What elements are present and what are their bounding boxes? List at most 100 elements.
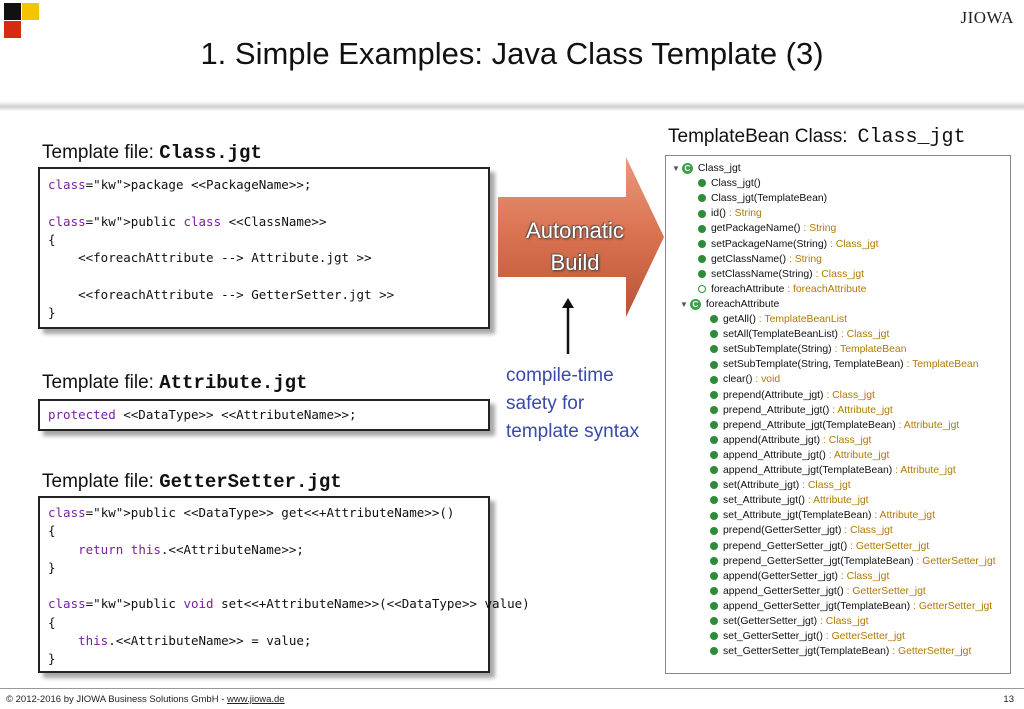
- outline-item-name: append_GetterSetter_jgt(): [723, 585, 844, 597]
- outline-tree-item[interactable]: prepend_Attribute_jgt(TemplateBean) : At…: [710, 418, 959, 433]
- outline-item-type: : String: [786, 253, 822, 265]
- outline-item-type: : Class_jgt: [799, 480, 851, 492]
- outline-tree-item[interactable]: prepend_GetterSetter_jgt() : GetterSette…: [710, 539, 929, 554]
- outline-tree-item[interactable]: append_GetterSetter_jgt(TemplateBean) : …: [710, 599, 992, 614]
- automatic-build-label-line2: Build: [550, 250, 600, 275]
- outline-tree-item[interactable]: clear() : void: [710, 372, 780, 387]
- outline-tree-item[interactable]: append_GetterSetter_jgt() : GetterSetter…: [710, 584, 926, 599]
- outline-item-name: append(GetterSetter_jgt): [723, 570, 838, 582]
- outline-item-type: : GetterSetter_jgt: [913, 555, 996, 567]
- outline-item-name: setSubTemplate(String, TemplateBean): [723, 359, 904, 371]
- outline-tree-item[interactable]: set_GetterSetter_jgt(TemplateBean) : Get…: [710, 644, 971, 659]
- outline-item-name: setPackageName(String): [711, 238, 828, 250]
- outline-item-name: prepend(Attribute_jgt): [723, 389, 824, 401]
- outline-tree-item[interactable]: append_Attribute_jgt(TemplateBean) : Att…: [710, 463, 956, 478]
- class-template-label: Template file: Class.jgt: [42, 142, 262, 164]
- outline-item-type: : String: [726, 208, 762, 220]
- code-line: class="kw">public void set<<+AttributeNa…: [48, 596, 530, 612]
- code-line: {: [48, 523, 56, 539]
- outline-item-type: : GetterSetter_jgt: [910, 600, 993, 612]
- outline-tree-item[interactable]: prepend_Attribute_jgt() : Attribute_jgt: [710, 403, 893, 418]
- outline-item-name: Class_jgt(TemplateBean): [711, 193, 828, 205]
- code-line: class="kw">public class <<ClassName>>: [48, 213, 327, 229]
- outline-tree-item[interactable]: Class_jgt(TemplateBean): [698, 191, 827, 206]
- outline-tree-item[interactable]: setSubTemplate(String, TemplateBean) : T…: [710, 357, 979, 372]
- footer-link[interactable]: www.jiowa.de: [227, 694, 285, 705]
- outline-item-name: set(GetterSetter_jgt): [723, 616, 818, 627]
- outline-tree-item[interactable]: set_GetterSetter_jgt() : GetterSetter_jg…: [710, 629, 905, 644]
- outline-tree-item[interactable]: prepend_GetterSetter_jgt(TemplateBean) :…: [710, 554, 996, 569]
- method-icon: [710, 647, 718, 656]
- page-number: 13: [1003, 694, 1014, 705]
- method-icon: [710, 360, 718, 369]
- method-icon: [710, 315, 718, 324]
- class-template-filename: Class.jgt: [159, 142, 262, 164]
- code-line: [48, 267, 480, 285]
- method-icon: [710, 556, 718, 565]
- code-line: {: [48, 614, 56, 630]
- outline-tree-item[interactable]: append(Attribute_jgt) : Class_jgt: [710, 433, 871, 448]
- outline-tree-item[interactable]: Class_jgt(): [698, 176, 761, 191]
- outline-tree-item[interactable]: getAll() : TemplateBeanList: [710, 312, 847, 327]
- compile-note-line1: compile-time: [506, 365, 614, 386]
- outline-tree-item[interactable]: append_Attribute_jgt() : Attribute_jgt: [710, 448, 889, 463]
- templatebean-title: TemplateBean Class:Class_jgt: [668, 126, 966, 149]
- code-line: <<foreachAttribute --> Attribute.jgt >>: [48, 250, 372, 266]
- outline-tree-item[interactable]: getClassName() : String: [698, 252, 822, 267]
- method-icon: [710, 632, 718, 641]
- outline-tree-item[interactable]: setPackageName(String) : Class_jgt: [698, 237, 878, 252]
- code-line: return this.<<AttributeName>>;: [78, 541, 304, 557]
- outline-tree-item[interactable]: append(GetterSetter_jgt) : Class_jgt: [710, 569, 889, 584]
- outline-item-name: append_Attribute_jgt(): [723, 449, 826, 461]
- outline-item-name: append_Attribute_jgt(TemplateBean): [723, 465, 893, 476]
- code-line: [48, 577, 480, 595]
- logo-square-black: [4, 3, 21, 20]
- class-template-code: class="kw">package <<PackageName>>; clas…: [38, 167, 490, 329]
- outline-tree-item[interactable]: set(GetterSetter_jgt) : Class_jgt: [710, 614, 869, 629]
- outline-item-type: : TemplateBeanList: [755, 314, 847, 325]
- method-icon: [698, 239, 706, 248]
- outline-item-name: clear(): [723, 374, 753, 386]
- outline-tree-item[interactable]: setAll(TemplateBeanList) : Class_jgt: [710, 327, 889, 342]
- method-icon: [710, 451, 718, 460]
- code-line: <<foreachAttribute --> GetterSetter.jgt …: [48, 286, 395, 302]
- footer-divider: [0, 688, 1024, 689]
- outline-tree-item[interactable]: foreachAttribute : foreachAttribute: [698, 282, 866, 297]
- method-icon: [710, 526, 718, 535]
- up-arrow-icon: [562, 298, 574, 354]
- logo-square-red: [4, 21, 21, 38]
- outline-item-name: append(Attribute_jgt): [723, 434, 821, 446]
- method-icon: [698, 209, 706, 218]
- outline-tree-item[interactable]: setClassName(String) : Class_jgt: [698, 267, 864, 282]
- outline-item-name: set_GetterSetter_jgt(): [723, 631, 823, 643]
- outline-tree-item[interactable]: set(Attribute_jgt) : Class_jgt: [710, 478, 851, 493]
- attribute-template-filename: Attribute.jgt: [159, 372, 308, 394]
- outline-item-name: getClassName(): [711, 253, 787, 265]
- footer-text: © 2012-2016 by JIOWA Business Solutions …: [6, 694, 228, 705]
- outline-item-type: : void: [752, 374, 781, 386]
- outline-tree-item[interactable]: setSubTemplate(String) : TemplateBean: [710, 342, 906, 357]
- outline-item-name: set(Attribute_jgt): [723, 480, 800, 492]
- outline-tree-item[interactable]: getPackageName() : String: [698, 221, 836, 236]
- outline-tree-item[interactable]: prepend(GetterSetter_jgt) : Class_jgt: [710, 523, 893, 538]
- gettersetter-template-label: Template file: GetterSetter.jgt: [42, 471, 342, 493]
- code-line: }: [48, 559, 56, 575]
- outline-item-name: foreachAttribute: [711, 283, 785, 295]
- outline-tree-item[interactable]: prepend(Attribute_jgt) : Class_jgt: [710, 388, 875, 403]
- class-template-label-text: Template file:: [42, 142, 160, 163]
- method-icon: [710, 571, 718, 580]
- method-icon: [710, 375, 718, 384]
- outline-item-type: : Class_jgt: [827, 238, 879, 250]
- outline-tree-item[interactable]: id() : String: [698, 206, 762, 221]
- expand-triangle-icon[interactable]: ▼: [680, 299, 688, 309]
- outline-tree-item[interactable]: set_Attribute_jgt(TemplateBean) : Attrib…: [710, 508, 935, 523]
- outline-item-type: : Attribute_jgt: [825, 449, 890, 461]
- outline-tree-item[interactable]: set_Attribute_jgt() : Attribute_jgt: [710, 493, 869, 508]
- method-icon: [710, 436, 718, 445]
- inner-class-icon: C: [689, 298, 701, 310]
- outline-item-name: set_Attribute_jgt(TemplateBean): [723, 510, 872, 522]
- expand-triangle-icon[interactable]: ▼: [672, 164, 680, 173]
